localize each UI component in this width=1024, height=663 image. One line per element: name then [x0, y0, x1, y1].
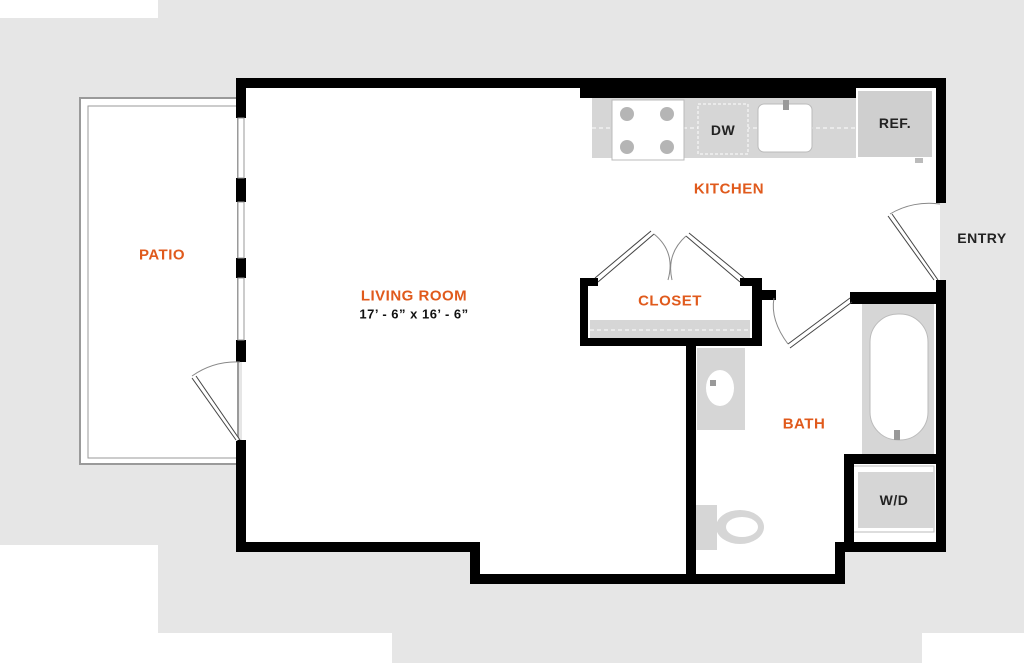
closet-label: CLOSET [638, 292, 702, 310]
refrigerator [856, 89, 934, 163]
stove [611, 99, 685, 161]
washer-dryer [849, 465, 935, 533]
closet-shelf [590, 320, 750, 340]
refrigerator-label: REF. [878, 115, 912, 131]
entry-label: ENTRY [957, 230, 1007, 246]
washer-dryer-label: W/D [879, 492, 909, 508]
entry-door[interactable] [887, 202, 941, 281]
bath-label: BATH [782, 415, 826, 433]
patio-door[interactable] [191, 361, 241, 442]
living-room-dimensions: 17’ - 6” x 16’ - 6” [359, 306, 469, 322]
toilet [695, 505, 764, 550]
dishwasher [697, 103, 749, 155]
kitchen-sink [757, 100, 813, 153]
walls [236, 78, 946, 584]
patio-label: PATIO [138, 246, 186, 264]
vanity [697, 348, 745, 430]
patio-windows [237, 117, 245, 341]
bath-door[interactable] [772, 297, 853, 349]
bathtub [862, 304, 934, 454]
living-room-label: LIVING ROOM [360, 287, 468, 305]
closet-doors[interactable] [594, 230, 745, 283]
kitchen-label: KITCHEN [693, 180, 765, 198]
dishwasher-label: DW [710, 122, 736, 138]
